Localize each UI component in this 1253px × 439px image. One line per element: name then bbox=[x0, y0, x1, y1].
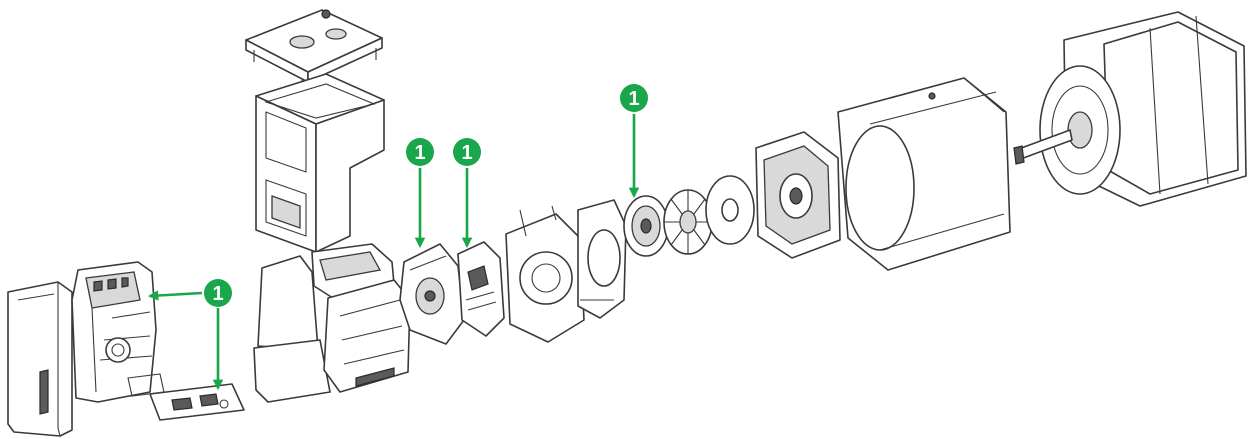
callout-badge bbox=[620, 84, 648, 112]
circuit-board bbox=[149, 383, 245, 421]
electronics-housing bbox=[71, 261, 165, 403]
callout-group-4: 1 bbox=[147, 279, 232, 391]
callout-number: 1 bbox=[414, 142, 425, 164]
top-lid bbox=[245, 9, 383, 94]
front-cover bbox=[7, 281, 73, 437]
drive-body bbox=[253, 243, 411, 403]
encoder-housing bbox=[399, 243, 465, 345]
flange-plate bbox=[577, 199, 627, 319]
callout-group-2: 1 bbox=[453, 138, 481, 249]
junction-box bbox=[255, 73, 385, 253]
callout-number: 1 bbox=[461, 142, 472, 164]
gasket-disc bbox=[705, 175, 755, 245]
callout-badge bbox=[204, 279, 232, 307]
terminal-box bbox=[755, 131, 841, 259]
encoder-board bbox=[457, 241, 505, 337]
code-wheel bbox=[623, 195, 669, 257]
callout-arrow-left bbox=[147, 290, 203, 301]
callout-number: 1 bbox=[628, 88, 639, 110]
callout-group-1: 1 bbox=[406, 138, 434, 249]
callout-badge bbox=[453, 138, 481, 166]
callout-badge bbox=[406, 138, 434, 166]
servo-motor bbox=[1013, 11, 1247, 207]
bearing-bracket bbox=[505, 205, 585, 343]
motor-housing bbox=[837, 77, 1011, 271]
callout-number: 1 bbox=[212, 283, 223, 305]
callout-group-3: 1 bbox=[620, 84, 648, 199]
fan-rotor bbox=[663, 189, 713, 255]
